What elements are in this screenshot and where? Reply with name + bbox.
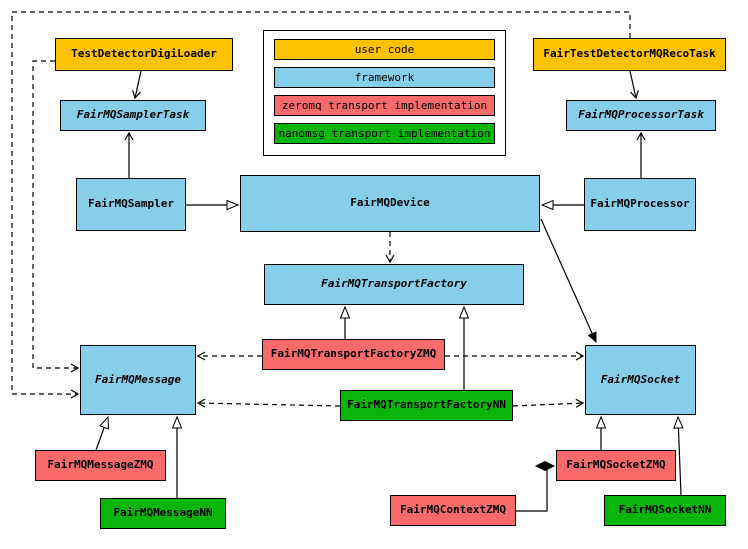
node-label: FairTestDetectorMQRecoTask — [543, 47, 716, 61]
node-label: FairMQProcessorTask — [578, 108, 704, 122]
edge-factorynn-uses-socket — [512, 398, 585, 408]
node-label: FairMQSocketNN — [618, 503, 712, 517]
node-fairmq-message-nn: FairMQMessageNN — [100, 498, 226, 529]
node-fairmq-processor: FairMQProcessor — [584, 178, 696, 231]
edge-messagezmq-inherits-message — [95, 415, 109, 451]
node-label: FairMQContextZMQ — [400, 503, 506, 517]
node-fairmq-sampler: FairMQSampler — [76, 178, 186, 231]
node-label: FairMQSampler — [87, 197, 175, 211]
node-fairmq-transport-factory: FairMQTransportFactory — [264, 264, 524, 305]
node-label: TestDetectorDigiLoader — [71, 47, 217, 61]
node-label: FairMQTransportFactory — [321, 277, 467, 291]
legend-label-user-code: user code — [354, 43, 415, 56]
node-label: FairMQTransportFactoryNN — [347, 398, 506, 412]
node-fairmq-processor-task: FairMQProcessorTask — [566, 100, 716, 131]
node-fairmq-socket-zmq: FairMQSocketZMQ — [556, 450, 676, 481]
edge-digiloader-samplertask — [132, 70, 142, 100]
edge-contextzmq-composes-socketzmq — [516, 466, 554, 512]
node-fair-test-detector-mq-reco-task: FairTestDetectorMQRecoTask — [533, 38, 726, 71]
legend-item-user-code: user code — [274, 39, 495, 60]
edge-factorynn-uses-message — [196, 398, 341, 408]
node-label: FairMQDevice — [350, 196, 430, 210]
node-fairmq-message-zmq: FairMQMessageZMQ — [35, 450, 166, 481]
node-fairmq-device: FairMQDevice — [240, 175, 540, 232]
edge-recotask-processortask — [629, 70, 639, 100]
legend-label-framework: framework — [354, 71, 415, 84]
node-label: FairMQMessageNN — [113, 506, 213, 520]
edge-device-socket — [540, 218, 597, 342]
legend-item-zeromq: zeromq transport implementation — [274, 95, 495, 116]
node-label: FairMQMessageZMQ — [47, 458, 154, 472]
legend-label-nanomsg: nanomsg transport implementation — [278, 127, 491, 140]
node-fairmq-message: FairMQMessage — [80, 345, 196, 415]
node-fairmq-transport-factory-zmq: FairMQTransportFactoryZMQ — [262, 339, 445, 370]
node-test-detector-digi-loader: TestDetectorDigiLoader — [55, 38, 233, 71]
node-fairmq-sampler-task: FairMQSamplerTask — [60, 100, 206, 131]
node-fairmq-context-zmq: FairMQContextZMQ — [390, 495, 516, 526]
legend: user code framework zeromq transport imp… — [263, 30, 506, 156]
legend-item-nanomsg: nanomsg transport implementation — [274, 123, 495, 144]
node-label: FairMQProcessor — [590, 197, 690, 211]
edge-socketnn-inherits-socket — [673, 415, 684, 496]
node-label: FairMQSamplerTask — [76, 108, 190, 122]
node-fairmq-transport-factory-nn: FairMQTransportFactoryNN — [340, 390, 513, 421]
legend-label-zeromq: zeromq transport implementation — [281, 99, 488, 112]
node-label: FairMQTransportFactoryZMQ — [270, 347, 437, 361]
node-fairmq-socket-nn: FairMQSocketNN — [604, 495, 726, 526]
node-label: FairMQMessage — [94, 372, 182, 386]
node-label: FairMQSocketZMQ — [566, 458, 666, 472]
node-fairmq-socket: FairMQSocket — [585, 345, 696, 415]
legend-item-framework: framework — [274, 67, 495, 88]
node-label: FairMQSocket — [600, 372, 681, 386]
